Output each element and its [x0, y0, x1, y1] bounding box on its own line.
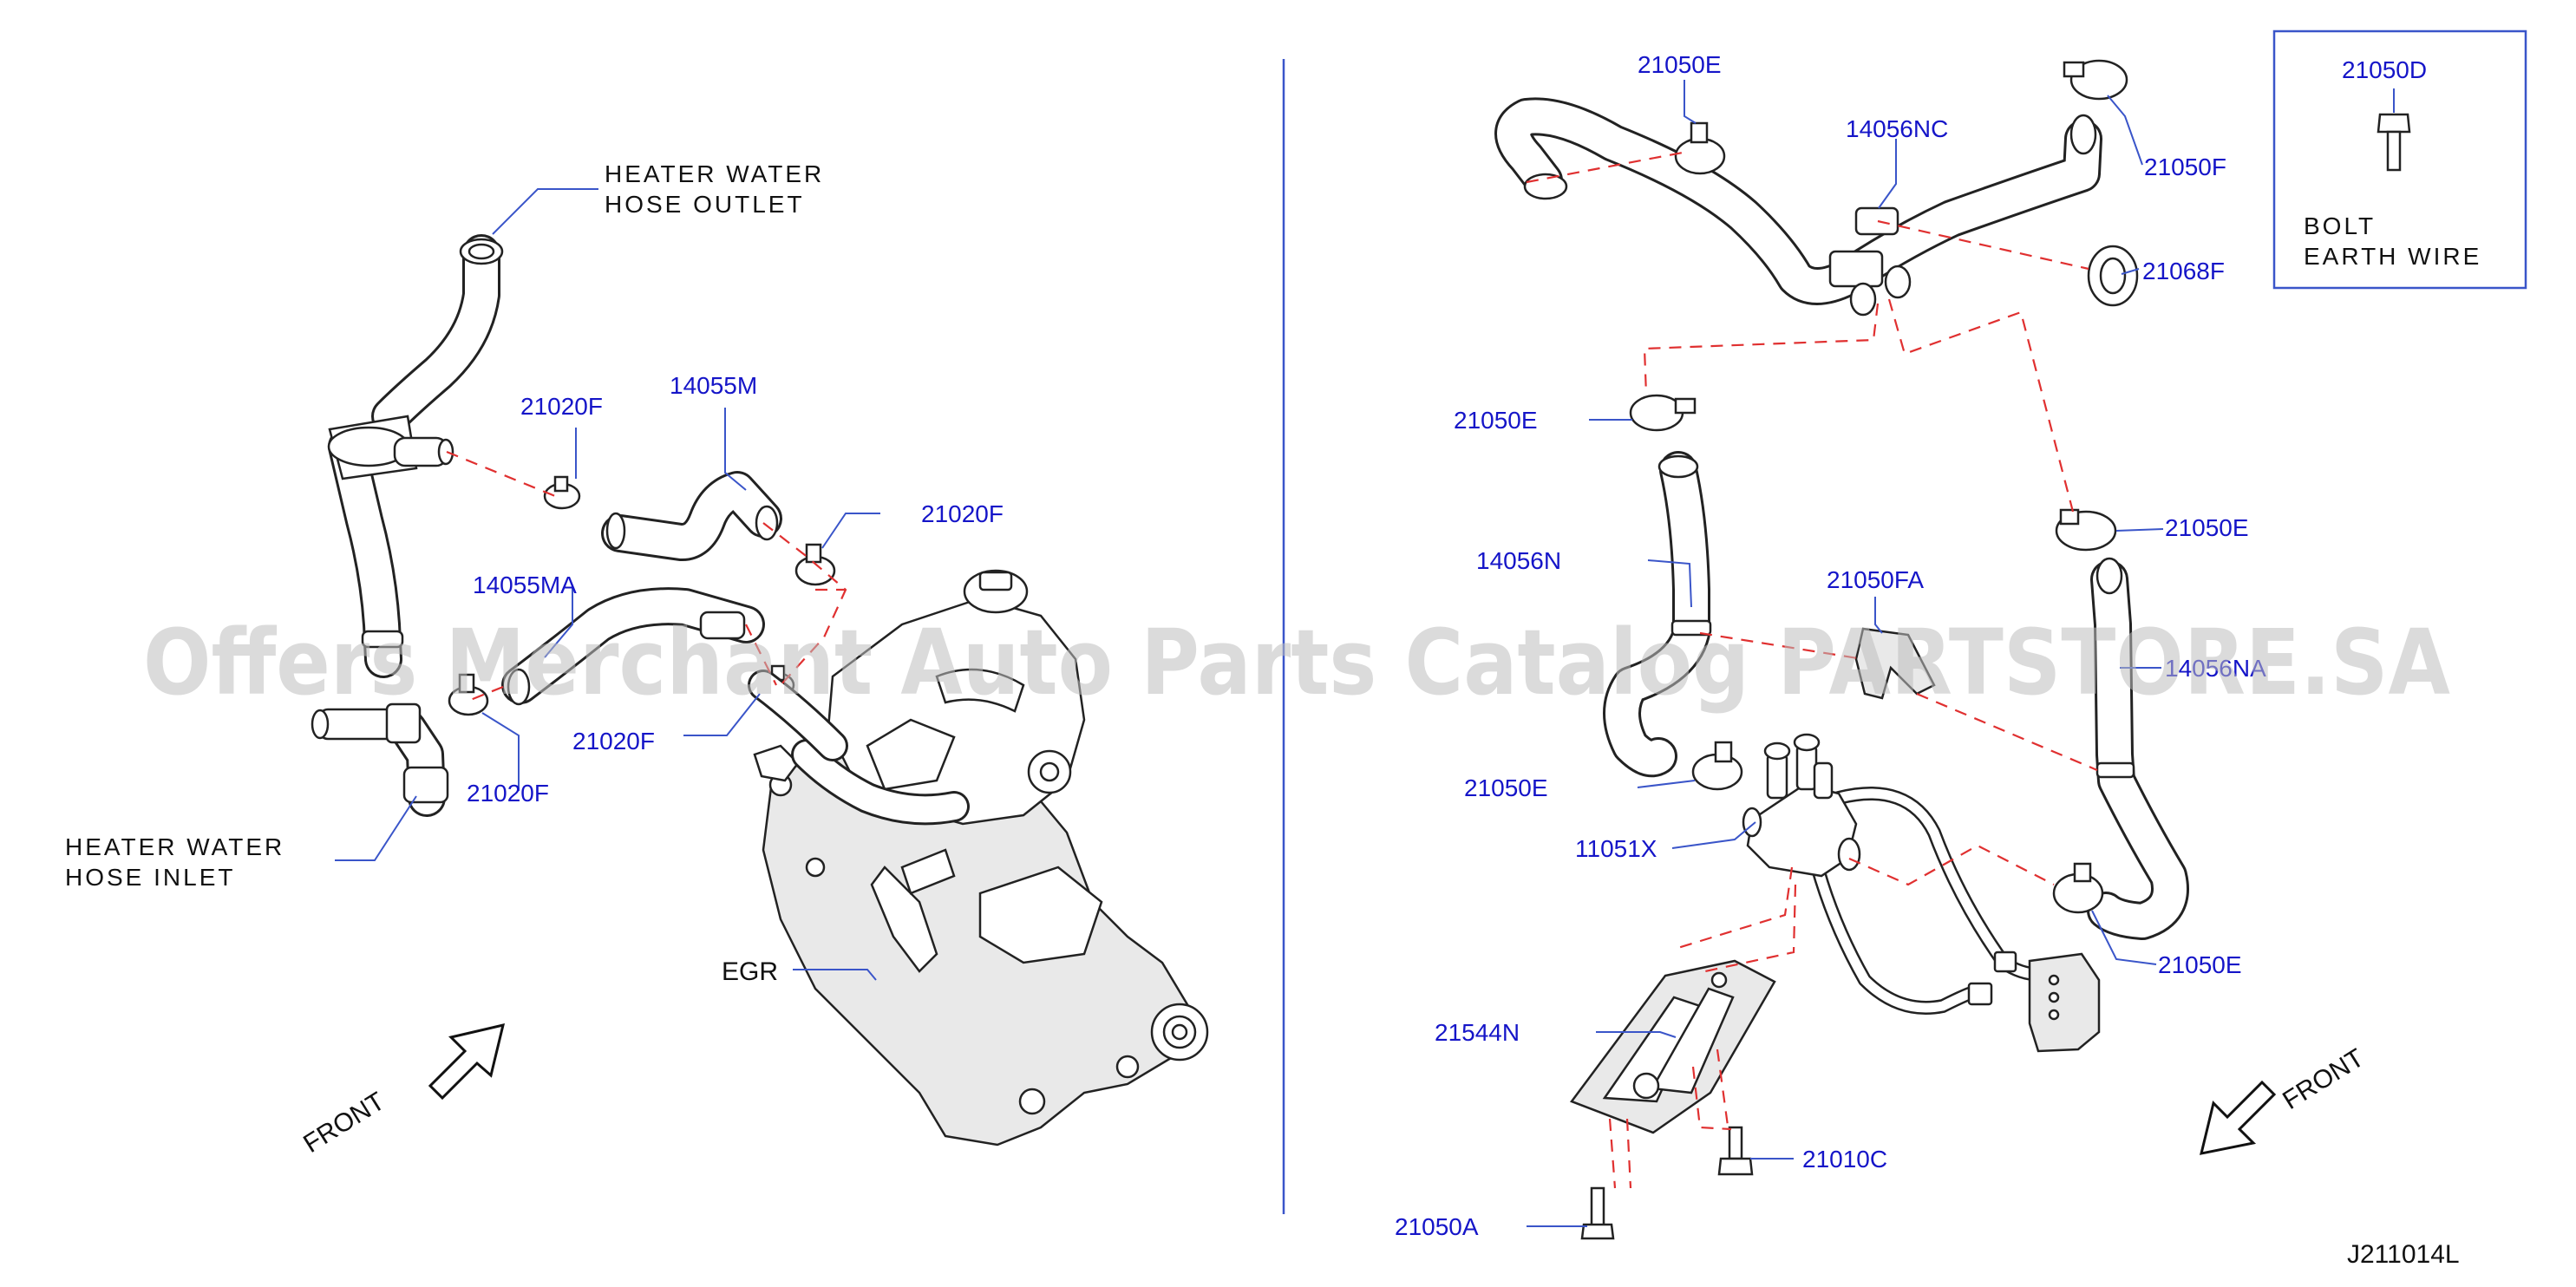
part-number-21050f[interactable]: 21050F	[2144, 154, 2226, 180]
part-number-21050d[interactable]: 21050D	[2342, 56, 2427, 83]
bolt-label: BOLT	[2304, 212, 2376, 239]
part-number-11051x[interactable]: 11051X	[1575, 835, 1657, 862]
front-label-right: FRONT	[2278, 1043, 2369, 1115]
right-assembly: 21050E 14056NC 21050F 21068F 21050E 2105…	[1395, 29, 2527, 1269]
part-number-21544n[interactable]: 21544N	[1435, 1019, 1520, 1046]
egr-assembly[interactable]	[748, 569, 1209, 1147]
clamp-21050e-lower[interactable]	[1691, 741, 1743, 791]
leader-line	[335, 188, 880, 981]
egr-label: EGR	[722, 957, 778, 986]
hose-14055m-part[interactable]	[601, 471, 782, 561]
part-number-14056n[interactable]: 14056N	[1476, 547, 1561, 574]
clamp-21050e-left[interactable]	[1629, 394, 1697, 432]
leader-line	[1527, 80, 2164, 1227]
bolt-earth-wire-inset[interactable]: 21050D BOLT EARTH WIRE	[2272, 29, 2527, 290]
heater-hose-inlet-part[interactable]	[311, 702, 449, 817]
bolt-21010c[interactable]	[1717, 1126, 1754, 1176]
heater-outlet-label: HEATER WATER	[605, 160, 824, 187]
watermark-text: Offers Merchant Auto Parts Catalog PARTS…	[143, 610, 2450, 715]
front-arrow-left: FRONT	[298, 1022, 506, 1159]
part-number-21050e[interactable]: 21050E	[1464, 774, 1548, 801]
left-assembly: HEATER WATER HOSE OUTLET HEATER WATER HO…	[65, 160, 1209, 1159]
hose-14055ma-part[interactable]	[501, 587, 765, 706]
bolt-21050a[interactable]	[1580, 1186, 1615, 1240]
clamp-21050e-top[interactable]	[1674, 121, 1726, 175]
part-number-21020f[interactable]: 21020F	[520, 393, 603, 420]
part-number-21050e[interactable]: 21050E	[1638, 51, 1722, 78]
part-number-21020f[interactable]: 21020F	[572, 728, 655, 755]
part-number-14055ma[interactable]: 14055MA	[473, 572, 577, 598]
part-number-21050e[interactable]: 21050E	[2165, 514, 2249, 541]
guide-line	[446, 450, 847, 702]
part-number-14055m[interactable]: 14055M	[670, 372, 757, 399]
heater-hose-outlet-part[interactable]	[371, 234, 504, 435]
front-label-left: FRONT	[298, 1087, 389, 1159]
clamp-21020f-a[interactable]	[543, 475, 581, 510]
heater-inlet-label: HEATER WATER	[65, 833, 284, 860]
part-number-21020f[interactable]: 21020F	[921, 500, 1004, 527]
valve-11051x[interactable]	[1742, 733, 2101, 1053]
part-number-14056nc[interactable]: 14056NC	[1846, 115, 1948, 142]
part-number-21050fa[interactable]: 21050FA	[1827, 566, 1924, 593]
part-number-21010c[interactable]: 21010C	[1802, 1146, 1887, 1173]
part-number-21050e[interactable]: 21050E	[2158, 951, 2242, 978]
part-number-21068f[interactable]: 21068F	[2142, 258, 2225, 284]
heater-outlet-label-2: HOSE OUTLET	[605, 191, 805, 218]
heater-inlet-label-2: HOSE INLET	[65, 864, 235, 891]
bracket-21050fa[interactable]	[1854, 627, 1936, 700]
part-number-21050a[interactable]: 21050A	[1395, 1213, 1479, 1240]
hose-14056na-part[interactable]	[2087, 557, 2189, 940]
heater-vertical-hose	[327, 415, 454, 678]
clamp-21020f-d[interactable]	[448, 673, 489, 716]
bracket-21544n[interactable]	[1570, 959, 1776, 1134]
part-number-21050e[interactable]: 21050E	[1454, 407, 1538, 434]
guide-line	[1526, 150, 2098, 1189]
clamp-21050f[interactable]	[2063, 59, 2128, 101]
part-number-14056na[interactable]: 14056NA	[2165, 655, 2266, 682]
hose-14056n-part[interactable]	[1603, 451, 1712, 778]
front-arrow-right: FRONT	[2199, 1043, 2369, 1155]
clamp-21020f-b[interactable]	[794, 543, 836, 586]
clamp-21068f[interactable]	[2087, 245, 2139, 307]
hose-14056nc-part[interactable]	[1494, 97, 2102, 317]
part-number-21020f[interactable]: 21020F	[467, 780, 549, 807]
earth-wire-label: EARTH WIRE	[2304, 243, 2481, 270]
clamp-21050e-right[interactable]	[2055, 508, 2117, 552]
clamp-21050e-br[interactable]	[2052, 862, 2104, 914]
diagram-code: J211014L	[2347, 1240, 2460, 1269]
